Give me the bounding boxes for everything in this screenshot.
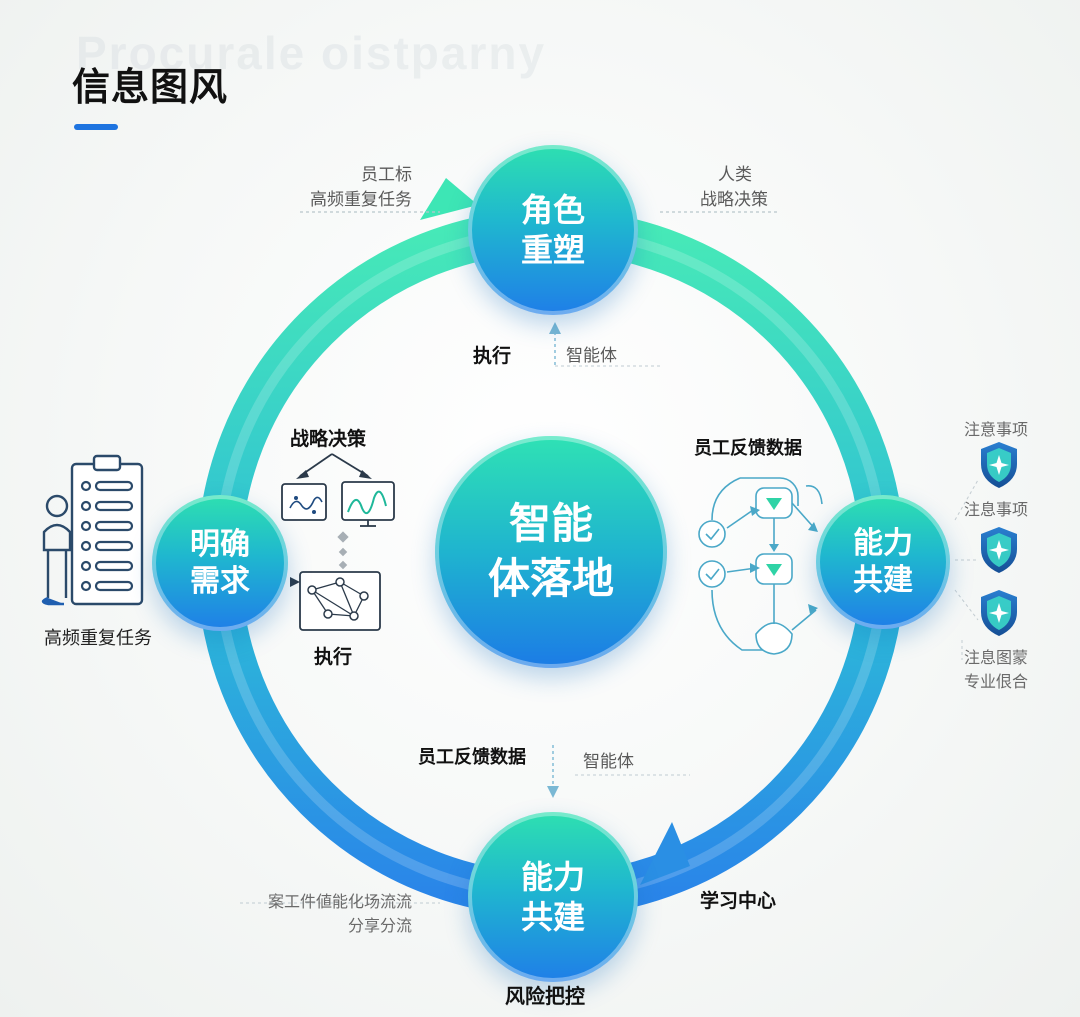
node-label: 需求 [190,564,250,599]
label-top-exec: 执行 [473,345,512,367]
label-line: 注息图蒙 [964,648,1029,667]
arrow-icon [549,322,561,334]
center-label: 体落地 [487,554,614,603]
arrow-icon [290,577,300,587]
diamond-dots [337,531,349,570]
label-line: 高频重复任务 [310,190,412,210]
label-right-feedback: 员工反馈数据 [694,438,802,459]
arrow-icon [359,470,372,479]
node-label: 重塑 [520,231,585,269]
label-line: 专业佷合 [964,672,1029,691]
label-top-right: 人类 战略决策 [700,160,768,210]
node-center-agent-landing: 智能 体落地 [435,436,667,668]
page-title: 信息图风 [72,65,229,109]
arrow-icon [640,822,690,885]
label-line: 分享分流 [347,916,412,935]
label-line: 人类 [718,165,752,185]
label-bottom-feedback: 员工反馈数据 [418,747,526,768]
label-shield-1: 注意事项 [964,420,1029,439]
node-label: 能力 [520,858,585,896]
label-top-left: 员工标 高频重复任务 [300,160,412,210]
title-underline [74,124,118,130]
shield-star-icon [981,590,1017,636]
network-graph-icon [299,571,381,631]
label-left-strategy: 战略决策 [290,428,367,450]
shield-connectors [954,479,979,660]
label-shield-3: 注息图蒙 专业佷合 [964,644,1028,692]
node-label: 能力 [853,525,913,561]
label-shield-2: 注息事项 [964,500,1029,519]
node-clarify-needs: 明确 需求 [152,495,288,631]
label-bottom-left: 案工件値能化场流流 分享分流 [240,888,412,936]
strategy-split-arrows [299,453,369,477]
checklist-icon [70,454,144,606]
flowchart-markers [750,498,818,614]
center-label: 智能 [508,499,593,549]
label-line: 案工件値能化场流流 [267,892,412,911]
node-label: 共建 [853,563,913,598]
arrow-icon [420,178,478,220]
node-label: 明确 [190,526,250,562]
label-left-exec: 执行 [314,646,353,668]
node-capability-building: 能力 共建 [816,495,950,629]
node-label: 角色 [520,191,585,229]
arrow-icon [547,786,559,798]
flowchart-icon [698,477,823,655]
label-left-task: 高频重复任务 [44,628,152,649]
scatter-chart-icon [281,483,327,521]
person-icon [41,494,72,606]
shield-star-icon [981,527,1017,573]
watermark-text: Procurale oistparny [76,27,547,79]
shield-star-icon [981,442,1017,488]
node-label: 共建 [520,898,585,936]
label-bottom-learn: 学习中心 [700,890,777,912]
arrow-icon [296,470,309,479]
monitor-chart-icon [341,481,395,527]
label-top-agent: 智能体 [566,346,617,366]
node-capability-building-bottom: 能力 共建 [468,812,638,982]
label-bottom-risk: 风险把控 [505,984,585,1008]
node-role-reshape: 角色 重塑 [468,145,638,315]
label-line: 员工标 [361,165,412,185]
label-bottom-agent: 智能体 [583,752,634,772]
label-line: 战略决策 [700,190,768,210]
